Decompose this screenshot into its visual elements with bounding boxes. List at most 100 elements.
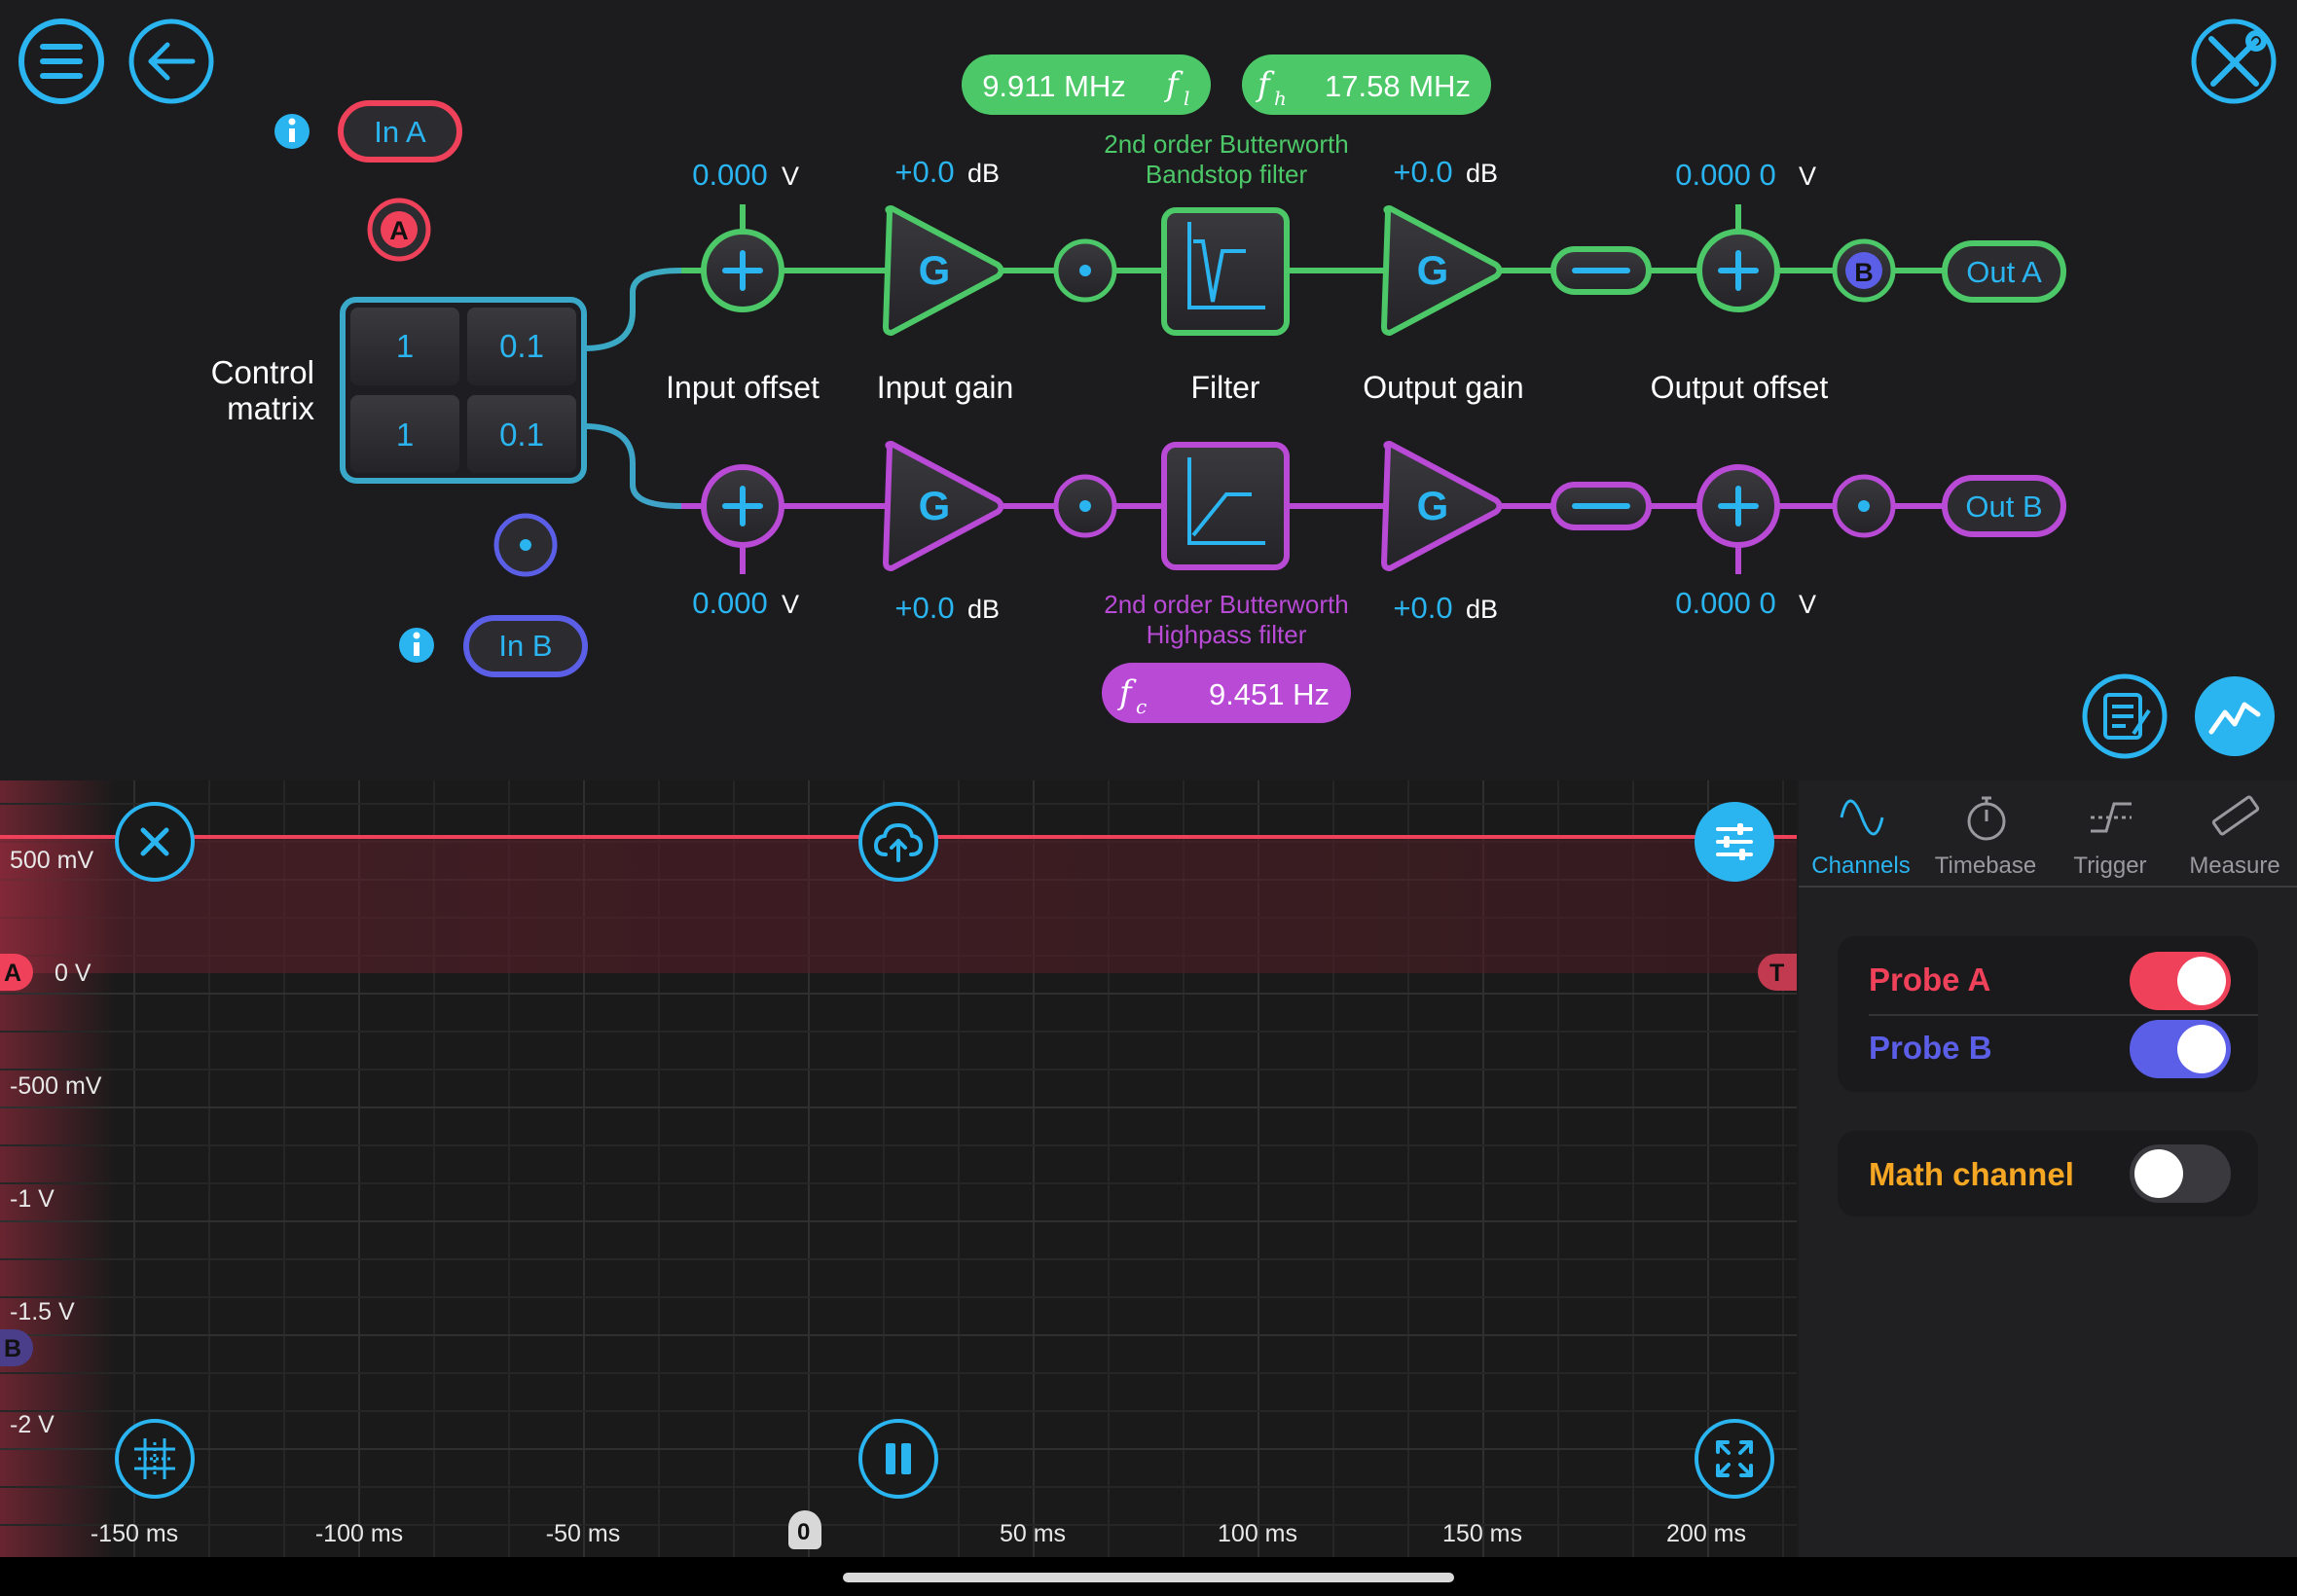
output-offset-a-unit: V [1799,162,1816,191]
output-gain-b-value[interactable]: +0.0 [1393,591,1452,625]
stage-label-output-offset: Output offset [1651,370,1829,405]
scope-settings-button[interactable] [1695,802,1774,882]
probe-a-toggle[interactable] [2130,952,2231,1010]
fc-pill[interactable]: f c 9.451 Hz [1102,663,1351,723]
svg-text:G: G [919,483,951,528]
toggle-knob [2134,1149,2183,1198]
tab-trigger[interactable]: Trigger [2048,780,2172,888]
freq-high-pill[interactable]: f h 17.58 MHz [1242,54,1491,115]
pause-icon [886,1443,911,1474]
stage-label-filter: Filter [1190,370,1259,405]
output-gain-a-button[interactable]: G [1381,205,1503,336]
filter-a-button[interactable] [1161,207,1290,336]
svg-text:G: G [1417,247,1449,293]
home-indicator[interactable] [843,1573,1454,1582]
y-label: -1 V [10,1185,55,1213]
probe-point-b2[interactable] [1832,474,1896,538]
output-offset-b-value[interactable]: 0.000 0 [1675,586,1775,620]
invert-b-button[interactable] [1550,482,1652,530]
out-b-pill[interactable]: Out B [1942,475,2066,537]
math-channel-toggle[interactable] [2130,1144,2231,1203]
pause-button[interactable] [858,1419,938,1499]
wrench-screwdriver-icon [2208,30,2267,87]
bandstop-icon [1187,222,1265,309]
plus-icon [1718,250,1759,291]
probe-a-label: Probe A [1869,961,1991,998]
output-gain-b-button[interactable]: G [1381,441,1503,571]
stage-label-input-offset: Input offset [666,370,820,405]
row-divider [1869,1014,2258,1016]
svg-text:l: l [1184,87,1189,110]
matrix-cell-b1[interactable]: 1 [350,395,459,473]
matrix-cell-a2[interactable]: 0.1 [467,308,576,385]
probe-point-b1[interactable] [1053,474,1117,538]
probe-point-in-b[interactable] [493,513,558,577]
plus-icon [1718,486,1759,526]
probe-a-badge[interactable]: A [367,198,431,262]
cursor-grid-button[interactable] [115,1419,195,1499]
x-label: -150 ms [90,1520,179,1547]
probe-b-label: Probe B [1869,1030,1992,1066]
output-offset-b-button[interactable] [1696,464,1780,548]
output-gain-a-value[interactable]: +0.0 [1393,155,1452,189]
freq-low-pill[interactable]: 9.911 MHz f l [962,54,1211,115]
autoscale-button[interactable] [1695,1419,1774,1499]
svg-text:G: G [919,247,951,293]
notes-edit-icon [2103,693,2151,740]
input-offset-a-value[interactable]: 0.000 [692,158,768,192]
input-gain-b-value[interactable]: +0.0 [894,591,954,625]
x-label: 150 ms [1442,1520,1522,1547]
in-b-pill[interactable]: In B [463,615,588,677]
input-offset-b-button[interactable] [701,464,784,548]
tab-timebase[interactable]: Timebase [1923,780,2048,888]
svg-text:9.911 MHz: 9.911 MHz [982,69,1126,103]
x-label: 200 ms [1666,1520,1746,1547]
tab-measure[interactable]: Measure [2172,780,2297,888]
oscilloscope-view-button[interactable] [2195,676,2275,756]
upload-data-button[interactable] [858,802,938,882]
sliders-icon [1716,823,1753,860]
out-a-pill[interactable]: Out A [1942,240,2066,303]
probe-point-a1[interactable] [1053,238,1117,303]
input-offset-a-button[interactable] [701,229,784,312]
invert-a-button[interactable] [1550,246,1652,295]
filter-b-desc-2: Highpass filter [1147,620,1307,649]
output-offset-a-value[interactable]: 0.000 0 [1675,158,1775,192]
channel-b-offset-marker[interactable]: B [0,1329,33,1366]
tab-divider [1799,886,2297,888]
svg-text:B: B [1854,258,1874,287]
highpass-icon [1187,457,1265,545]
oscilloscope-plot[interactable]: 500 mV 0 V -500 mV -1 V -1.5 V -2 V -150… [0,780,1797,1557]
tab-channels[interactable]: Channels [1799,780,1923,888]
output-offset-a-button[interactable] [1696,229,1780,312]
in-a-pill[interactable]: In A [338,100,462,163]
expand-arrows-icon [1716,1440,1753,1477]
stage-label-output-gain: Output gain [1363,370,1523,405]
filter-b-button[interactable] [1161,442,1290,570]
input-gain-a-value[interactable]: +0.0 [894,155,954,189]
probe-b-badge[interactable]: B [1832,238,1896,303]
zero-time-marker[interactable]: 0 [788,1510,821,1549]
input-gain-a-button[interactable]: G [883,205,1004,336]
stopwatch-icon [1967,796,2006,841]
menu-button[interactable] [18,18,104,104]
info-icon-in-a[interactable] [274,114,310,149]
input-gain-b-button[interactable]: G [883,441,1004,571]
notes-button[interactable] [2082,673,2168,759]
trigger-level-marker[interactable]: T [1758,954,1797,991]
svg-text:c: c [1136,695,1147,718]
settings-button[interactable] [2191,18,2277,104]
matrix-cell-a1[interactable]: 1 [350,308,459,385]
input-offset-b-value[interactable]: 0.000 [692,586,768,620]
info-icon-in-b[interactable] [399,628,434,663]
stage-label-input-gain: Input gain [877,370,1014,405]
x-label: -50 ms [545,1520,621,1547]
matrix-cell-b2[interactable]: 0.1 [467,395,576,473]
svg-text:1: 1 [396,328,414,364]
svg-text:9.451 Hz: 9.451 Hz [1209,677,1330,711]
probe-b-toggle[interactable] [2130,1020,2231,1078]
channel-a-offset-marker[interactable]: A [0,954,33,991]
close-scope-button[interactable] [115,802,195,882]
back-button[interactable] [128,18,214,104]
back-arrow-icon [148,42,196,81]
